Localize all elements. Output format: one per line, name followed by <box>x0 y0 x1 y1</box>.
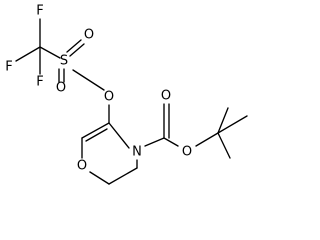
atom-labels: F F F S O O O N O O O <box>5 4 192 174</box>
bonds <box>15 18 248 185</box>
atom-o-ester: O <box>104 90 114 105</box>
atom-n-ring: N <box>132 145 142 160</box>
bond-c5-c6-double <box>85 128 108 142</box>
bond-n-c5 <box>108 122 130 149</box>
bond-s-o-ester <box>72 69 105 91</box>
atom-s: S <box>60 54 68 69</box>
atom-o-carbonyl: O <box>161 89 171 104</box>
bond-n-carbonyl-c <box>144 137 165 147</box>
bond-cf3-s <box>39 46 61 59</box>
atom-o-sulfonyl-top: O <box>84 28 94 43</box>
atom-f-bottom: F <box>36 75 43 90</box>
bond-o-ring-c2 <box>89 171 110 185</box>
bond-s-o-top-b <box>69 43 85 57</box>
bond-cq-me-right <box>217 115 248 134</box>
bond-c5-c6 <box>81 122 110 139</box>
atom-f-left: F <box>5 60 12 75</box>
bond-cq-me-bottom <box>217 132 231 159</box>
bond-o-boc-cq <box>195 132 219 147</box>
bond-s-o-top-a <box>66 39 82 53</box>
atom-o-sulfonyl-bottom: O <box>56 81 66 96</box>
atom-o-boc: O <box>182 145 192 160</box>
bond-cf3-f-left <box>15 46 41 62</box>
atom-f-top: F <box>36 4 43 19</box>
bond-carbonyl-o-boc <box>163 137 179 147</box>
bond-cq-me-top <box>217 107 229 134</box>
bond-c2-c3 <box>108 167 138 185</box>
atom-o-ring: O <box>77 159 87 174</box>
chemical-structure: F F F S O O O N O O O <box>5 4 248 185</box>
